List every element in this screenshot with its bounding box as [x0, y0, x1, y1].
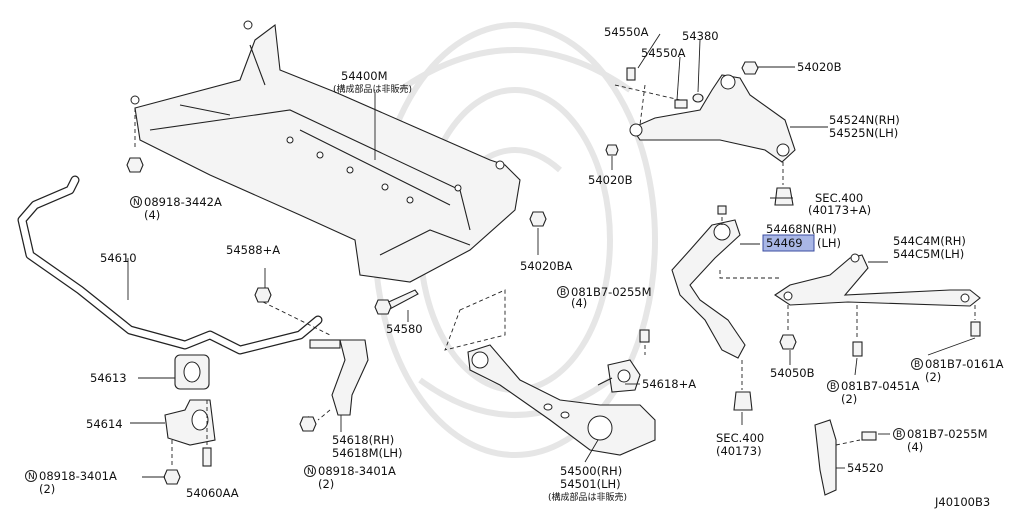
label-sec400-lower: SEC.400 — [716, 431, 764, 445]
label-40173: (40173) — [716, 444, 762, 458]
label-081B7-0161A: 081B7-0161A — [925, 357, 1004, 371]
part-labels: 54400M (構成部品は非販売) N 08918-3442A (4) 5461… — [25, 25, 1004, 509]
leader-lines — [127, 33, 976, 478]
label-prefix-b3: B — [914, 360, 920, 370]
label-54588A: 54588+A — [226, 243, 280, 257]
label-54469-lh: (LH) — [817, 236, 841, 250]
stabilizer-connecting-rod — [299, 339, 369, 432]
bolt-081B7-0255M-center — [639, 329, 650, 355]
label-prefix-n3: N — [307, 467, 314, 477]
label-qty-4-c: (4) — [907, 440, 923, 454]
upper-link-hardware — [605, 61, 794, 206]
label-54500-rh: 54500(RH) — [560, 464, 622, 478]
stabilizer-clamp — [164, 399, 216, 446]
knuckle-arm — [671, 205, 753, 411]
lower-link — [444, 289, 656, 456]
label-54524N-rh: 54524N(RH) — [829, 113, 900, 127]
label-54520: 54520 — [847, 461, 884, 475]
stabilizer-bushing — [174, 354, 210, 390]
label-54580: 54580 — [386, 322, 423, 336]
bolt-54580 — [374, 289, 419, 315]
label-prefix-b1: B — [560, 288, 566, 298]
label-prefix-b2: B — [830, 382, 836, 392]
label-54400M-note: (構成部品は非販売) — [333, 83, 412, 95]
label-54020B-top: 54020B — [797, 60, 842, 74]
label-54618A: 54618+A — [642, 377, 696, 391]
label-54380: 54380 — [682, 29, 719, 43]
label-qty-2-c: (2) — [841, 392, 857, 406]
label-54618-lh: 54618M(LH) — [332, 446, 403, 460]
label-54500-note: (構成部品は非販売) — [548, 491, 627, 503]
label-54020BA: 54020BA — [520, 259, 572, 273]
bracket-54520 — [814, 419, 877, 496]
label-54618-rh: 54618(RH) — [332, 433, 394, 447]
label-54400M: 54400M — [341, 69, 388, 83]
label-54060AA: 54060AA — [186, 486, 239, 500]
label-54550A-1: 54550A — [604, 25, 649, 39]
nut-54020BA — [529, 211, 547, 227]
label-prefix-b4: B — [896, 430, 902, 440]
label-qty-4-b: (4) — [571, 296, 587, 310]
label-prefix-n1: N — [133, 198, 140, 208]
nut-54588A — [254, 287, 331, 336]
label-08918-3401A-center: 08918-3401A — [318, 464, 396, 478]
label-qty-2-a: (2) — [39, 482, 55, 496]
label-54050B: 54050B — [770, 366, 815, 380]
label-54614: 54614 — [86, 417, 123, 431]
nut-08918-3401A-left — [163, 440, 181, 485]
front-crossmember — [130, 20, 521, 283]
label-081B7-0451A: 081B7-0451A — [841, 379, 920, 393]
label-40173A: (40173+A) — [808, 203, 871, 217]
stabilizer-bar — [17, 175, 323, 355]
highlight-54469 — [762, 234, 815, 252]
label-544C4M-rh: 544C4M(RH) — [893, 234, 966, 248]
label-081B7-0255M-right: 081B7-0255M — [907, 427, 988, 441]
label-54550A-2: 54550A — [641, 46, 686, 60]
bolt-54060AA — [202, 400, 212, 467]
label-54501-lh: 54501(LH) — [560, 477, 621, 491]
diagram-code: J40100B3 — [934, 495, 990, 509]
label-54468N-rh: 54468N(RH) — [766, 222, 837, 236]
label-sec400-upper: SEC.400 — [815, 191, 863, 205]
label-54469: 54469 — [766, 236, 803, 250]
label-544C5M-lh: 544C5M(LH) — [893, 247, 964, 261]
upper-link — [629, 74, 796, 163]
label-qty-2-b: (2) — [318, 477, 334, 491]
nut-upper-left — [126, 108, 144, 173]
label-54613: 54613 — [90, 371, 127, 385]
label-54020B-left: 54020B — [588, 173, 633, 187]
label-qty-2-d: (2) — [925, 370, 941, 384]
label-prefix-n2: N — [28, 472, 35, 482]
label-08918-3442A: 08918-3442A — [144, 195, 222, 209]
compression-rod — [719, 253, 981, 357]
label-08918-3401A-left: 08918-3401A — [39, 469, 117, 483]
label-54525N-lh: 54525N(LH) — [829, 126, 898, 140]
label-qty-4-a: (4) — [144, 208, 160, 222]
label-54610: 54610 — [100, 251, 137, 265]
label-081B7-0255M-center: 081B7-0255M — [571, 285, 652, 299]
